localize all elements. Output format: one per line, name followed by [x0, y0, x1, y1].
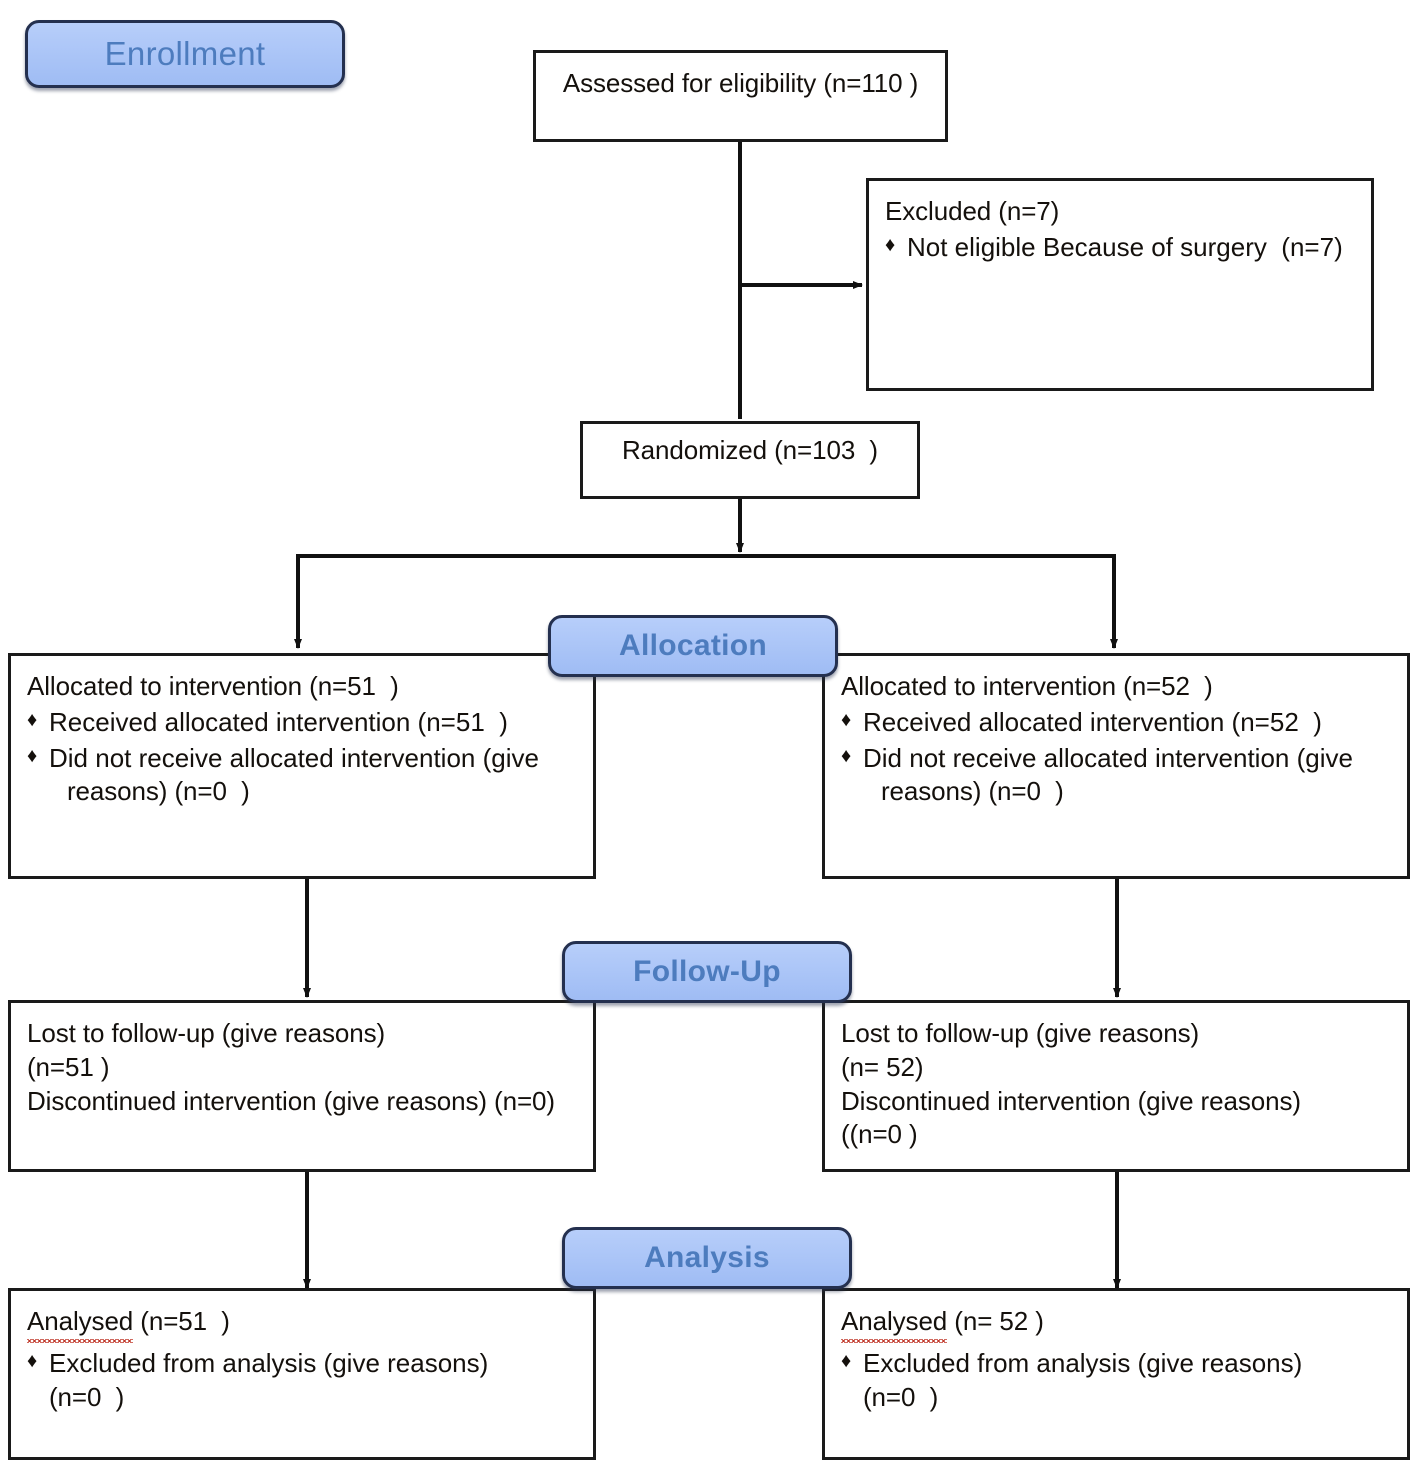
randomized-line-1: Randomized (n=103 ): [622, 435, 878, 465]
stage-badge-analysis[interactable]: Analysis: [562, 1227, 852, 1289]
bullet-icon: ♦: [27, 708, 38, 731]
followup-left-line-1: Lost to follow-up (give reasons): [27, 1018, 386, 1048]
followup-left-line-3: Discontinued intervention (give reasons)…: [27, 1085, 555, 1116]
allocated-right-bullet-1: ♦ Received allocated intervention (n=52 …: [841, 706, 1391, 740]
bullet-icon: ♦: [841, 744, 852, 767]
excluded-bullet-1: ♦ Not eligible Because of surgery (n=7): [885, 231, 1355, 265]
stage-badge-enrollment[interactable]: Enrollment: [25, 20, 345, 88]
followup-left-line-2: (n=51 ): [27, 1051, 110, 1082]
allocated-right-bullet-2: ♦ Did not receive allocated intervention…: [841, 742, 1391, 776]
node-randomized: Randomized (n=103 ): [580, 421, 920, 499]
analysis-right-heading: Analysed (n= 52 ): [841, 1305, 1391, 1343]
allocated-left-bullet-1: ♦ Received allocated intervention (n=51 …: [27, 706, 577, 740]
node-analysis-right: Analysed (n= 52 ) ♦ Excluded from analys…: [822, 1288, 1410, 1460]
node-assessed-for-eligibility: Assessed for eligibility (n=110 ): [533, 50, 948, 142]
analysis-left-continuation: (n=0 ): [49, 1381, 125, 1412]
allocated-right-bullet-2-text: Did not receive allocated intervention (…: [863, 742, 1353, 773]
followup-right-line-4: ((n=0 ): [841, 1119, 918, 1150]
analysis-right-continuation: (n=0 ): [863, 1381, 939, 1412]
bullet-icon: ♦: [841, 1349, 852, 1372]
stage-badge-allocation-label: Allocation: [618, 629, 767, 662]
node-allocated-right: Allocated to intervention (n=52 ) ♦ Rece…: [822, 653, 1410, 879]
stage-badge-enrollment-label: Enrollment: [104, 35, 266, 72]
node-analysis-left: Analysed (n=51 ) ♦ Excluded from analysi…: [8, 1288, 596, 1460]
analysis-right-bullet-1: ♦ Excluded from analysis (give reasons): [841, 1347, 1391, 1381]
analysis-left-bullet-1-text: Excluded from analysis (give reasons): [49, 1347, 489, 1378]
followup-right-line-1: Lost to follow-up (give reasons): [841, 1018, 1200, 1048]
bullet-icon: ♦: [27, 744, 38, 767]
analysis-right-heading-rest: (n= 52 ): [947, 1306, 1044, 1336]
excluded-bullet-1-text: Not eligible Because of surgery (n=7): [907, 231, 1343, 262]
allocated-left-bullet-2-text: Did not receive allocated intervention (…: [49, 742, 539, 773]
node-followup-left: Lost to follow-up (give reasons) (n=51 )…: [8, 1000, 596, 1172]
bullet-icon: ♦: [885, 233, 896, 256]
allocated-left-bullet-1-text: Received allocated intervention (n=51 ): [49, 706, 508, 737]
followup-right-line-3: Discontinued intervention (give reasons): [841, 1085, 1301, 1116]
spellcheck-underline-analysed: Analysed: [27, 1305, 134, 1343]
analysis-left-heading: Analysed (n=51 ): [27, 1305, 577, 1343]
stage-badge-analysis-label: Analysis: [644, 1241, 770, 1274]
analysis-left-bullet-1: ♦ Excluded from analysis (give reasons): [27, 1347, 577, 1381]
stage-badge-followup[interactable]: Follow-Up: [562, 941, 852, 1003]
node-excluded: Excluded (n=7) ♦ Not eligible Because of…: [866, 178, 1374, 391]
stage-badge-allocation[interactable]: Allocation: [548, 615, 838, 677]
allocated-right-continuation: reasons) (n=0 ): [881, 776, 1064, 807]
spellcheck-underline-analysed: Analysed: [841, 1305, 948, 1343]
node-followup-right: Lost to follow-up (give reasons) (n= 52)…: [822, 1000, 1410, 1172]
bullet-icon: ♦: [27, 1349, 38, 1372]
node-allocated-left: Allocated to intervention (n=51 ) ♦ Rece…: [8, 653, 596, 879]
assessed-line-1: Assessed for eligibility (n=110 ): [562, 68, 919, 98]
excluded-heading: Excluded (n=7): [885, 196, 1060, 226]
analysis-right-bullet-1-text: Excluded from analysis (give reasons): [863, 1347, 1303, 1378]
allocated-right-heading: Allocated to intervention (n=52 ): [841, 671, 1213, 701]
bullet-icon: ♦: [841, 708, 852, 731]
allocated-left-continuation: reasons) (n=0 ): [67, 776, 250, 807]
allocated-right-bullet-1-text: Received allocated intervention (n=52 ): [863, 706, 1322, 737]
stage-badge-followup-label: Follow-Up: [633, 955, 781, 988]
allocated-left-bullet-2: ♦ Did not receive allocated intervention…: [27, 742, 577, 776]
allocated-left-heading: Allocated to intervention (n=51 ): [27, 671, 399, 701]
analysis-left-heading-rest: (n=51 ): [133, 1306, 230, 1336]
followup-right-line-2: (n= 52): [841, 1051, 924, 1082]
